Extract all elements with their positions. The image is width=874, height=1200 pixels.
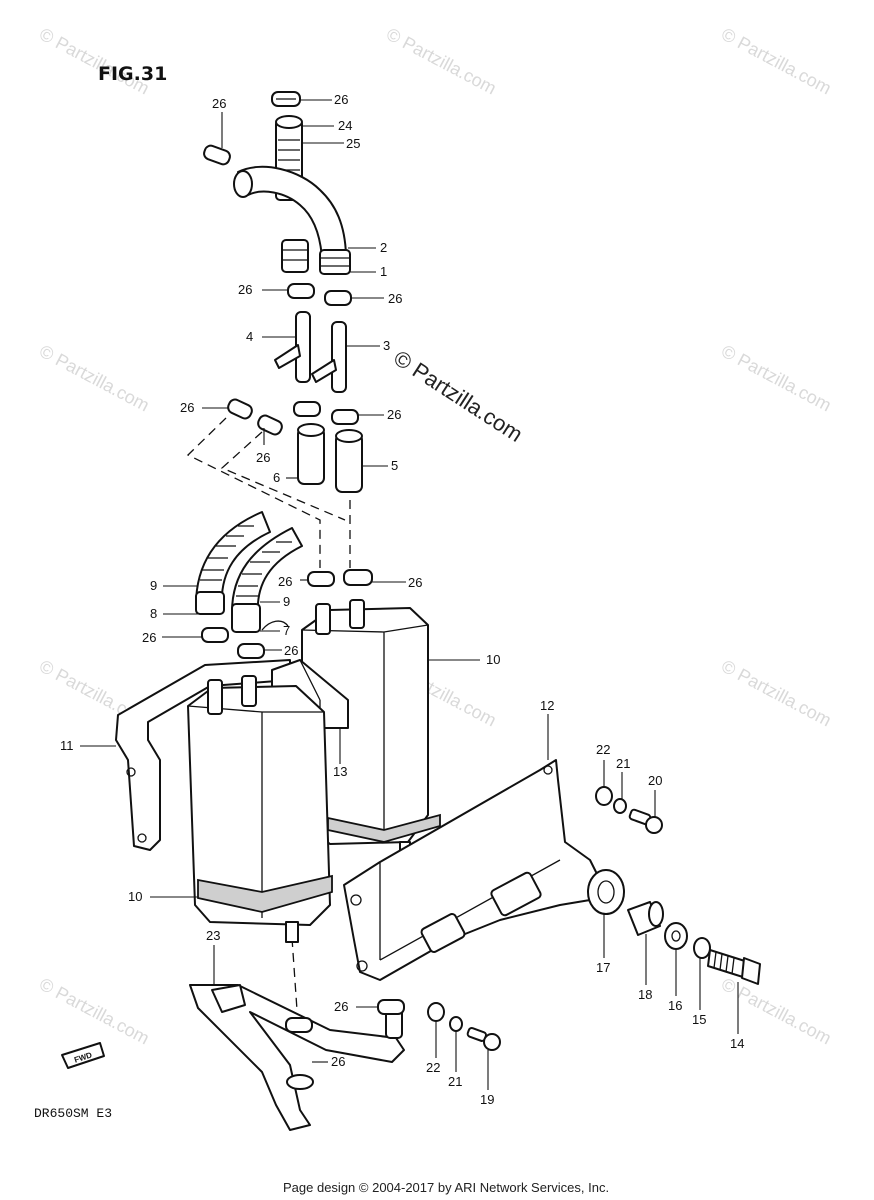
callout-26: 26 (331, 1054, 345, 1069)
callout-26: 26 (278, 574, 292, 589)
callout-1: 1 (380, 264, 387, 279)
washer-15 (693, 937, 711, 959)
callout-11: 11 (60, 738, 74, 753)
footer-copyright: Page design © 2004-2017 by ARI Network S… (283, 1180, 609, 1195)
callout-26: 26 (212, 96, 226, 111)
bracket-12 (343, 759, 601, 981)
callout-6: 6 (273, 470, 280, 485)
callout-26: 26 (334, 92, 348, 107)
watermark-tile: © Partzilla.com (718, 341, 834, 416)
hose-1-2 (233, 165, 351, 275)
watermark-tile: © Partzilla.com (718, 24, 834, 99)
assembly-lines (186, 417, 351, 1011)
callout-23: 23 (206, 928, 220, 943)
callout-5: 5 (391, 458, 398, 473)
canister-10-front (187, 675, 333, 943)
callout-26: 26 (408, 575, 422, 590)
callout-25: 25 (346, 136, 360, 151)
callout-18: 18 (638, 987, 652, 1002)
callout-14: 14 (730, 1036, 744, 1051)
watermark-tile: © Partzilla.com (36, 974, 152, 1049)
callout-22: 22 (426, 1060, 440, 1075)
hose-6 (297, 423, 325, 485)
figure-title: FIG.31 (98, 63, 167, 85)
callout-19: 19 (480, 1092, 494, 1107)
callout-2: 2 (380, 240, 387, 255)
model-code: DR650SM E3 (34, 1106, 112, 1121)
callout-3: 3 (383, 338, 390, 353)
grommet-17 (587, 869, 625, 915)
callout-9: 9 (150, 578, 157, 593)
washer-16 (664, 922, 688, 950)
callout-26: 26 (387, 407, 401, 422)
hardware-20-22 (595, 786, 663, 834)
watermark-tile: © Partzilla.com (36, 341, 152, 416)
watermark-center-text: © Partzilla.com (389, 345, 527, 447)
hose-9-7-right (231, 527, 303, 633)
fwd-arrow-icon: FWD (61, 1042, 105, 1069)
callout-13: 13 (333, 764, 347, 779)
callout-15: 15 (692, 1012, 706, 1027)
joint-3 (311, 321, 347, 393)
pipe-23 (189, 984, 405, 1131)
clamps-26-pair-1 (287, 283, 352, 306)
watermark-tile: © Partzilla.com (36, 24, 152, 99)
clamp-26-left-top (203, 144, 231, 166)
clamps-26-row-2 (227, 398, 359, 436)
callout-17: 17 (596, 960, 610, 975)
callout-10: 10 (128, 889, 142, 904)
callout-7: 7 (283, 623, 290, 638)
callout-26: 26 (284, 643, 298, 658)
clamps-26-row-3 (201, 569, 373, 659)
callout-21: 21 (616, 756, 630, 771)
joint-4 (274, 311, 311, 383)
watermark-center: © Partzilla.com (389, 345, 527, 447)
callout-26: 26 (142, 630, 156, 645)
watermark-tile: © Partzilla.com (383, 24, 499, 99)
callout-12: 12 (540, 698, 554, 713)
callout-26: 26 (256, 450, 270, 465)
leader-lines (80, 99, 739, 1090)
hose-8-9-left (195, 511, 271, 615)
callout-26: 26 (334, 999, 348, 1014)
callout-26: 26 (388, 291, 402, 306)
callout-16: 16 (668, 998, 682, 1013)
callout-21: 21 (448, 1074, 462, 1089)
callout-22: 22 (596, 742, 610, 757)
hardware-19-22 (427, 1002, 501, 1051)
watermark-tile: © Partzilla.com (718, 656, 834, 731)
clamps-26-bottom (285, 999, 405, 1033)
callout-10: 10 (486, 652, 500, 667)
callout-4: 4 (246, 329, 253, 344)
callout-9: 9 (283, 594, 290, 609)
callout-labels: 26 26 24 25 2 1 26 26 4 3 26 26 26 5 6 9… (60, 92, 744, 1107)
clamp-26-top (271, 91, 301, 107)
callout-26: 26 (238, 282, 252, 297)
callout-20: 20 (648, 773, 662, 788)
callout-26: 26 (180, 400, 194, 415)
hose-5 (335, 429, 363, 493)
bolt-14 (707, 949, 761, 985)
callout-24: 24 (338, 118, 352, 133)
collar-18 (627, 901, 664, 936)
callout-8: 8 (150, 606, 157, 621)
